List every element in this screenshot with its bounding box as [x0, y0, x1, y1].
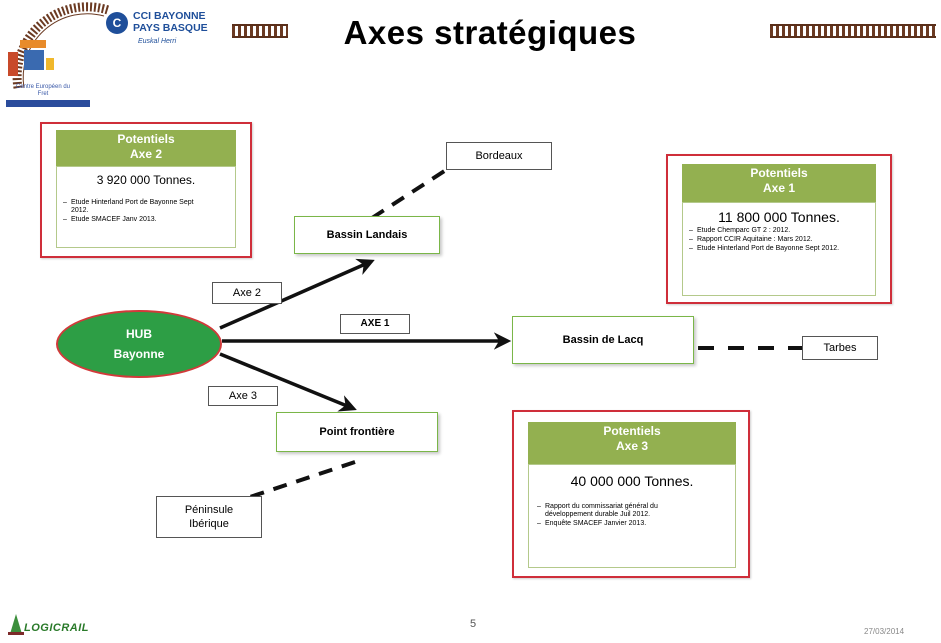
potentiels-axe3-body: 40 000 000 Tonnes. Rapport du commissari…	[528, 464, 736, 568]
potentiels-axe3-panel: Potentiels Axe 3 40 000 000 Tonnes. Rapp…	[512, 410, 750, 578]
centre-logo-text: Centre Européen du Fret	[15, 84, 71, 97]
rail-track-left	[232, 24, 288, 38]
page-title: Axes stratégiques	[343, 14, 637, 51]
potentiels-axe2-tonnage: 3 920 000 Tonnes.	[96, 173, 196, 187]
bordeaux-box: Bordeaux	[446, 142, 552, 170]
peninsule-iberique-box: Péninsule Ibérique	[156, 496, 262, 538]
axe1-label: AXE 1	[340, 314, 410, 334]
hub-bayonne-node: HUB Bayonne	[56, 310, 222, 378]
tarbes-box: Tarbes	[802, 336, 878, 360]
potentiels-axe2-body: 3 920 000 Tonnes. Etude Hinterland Port …	[56, 166, 236, 248]
list-item: Etude Hinterland Port de Bayonne Sept 20…	[687, 245, 857, 253]
potentiels-axe3-header: Potentiels Axe 3	[528, 422, 736, 464]
centre-logo-bar	[6, 100, 90, 107]
point-frontiere-node: Point frontière	[276, 412, 438, 452]
cci-logo-subtitle: Euskal Herri	[138, 38, 177, 45]
potentiels-axe3-sources: Rapport du commissariat général du dével…	[535, 503, 705, 528]
logicrail-logo-icon	[8, 614, 24, 635]
list-item: Etude SMACEF Janv 2013.	[61, 216, 211, 224]
potentiels-axe2-panel: Potentiels Axe 2 3 920 000 Tonnes. Etude…	[40, 122, 252, 258]
rail-track-right	[770, 24, 936, 38]
potentiels-axe1-sources: Etude Chemparc GT 2 : 2012. Rapport CCIR…	[687, 227, 857, 253]
potentiels-axe2-sources: Etude Hinterland Port de Bayonne Sept 20…	[61, 199, 211, 224]
page-number: 5	[470, 618, 477, 630]
list-item: Etude Chemparc GT 2 : 2012.	[687, 227, 857, 235]
potentiels-axe2-header: Potentiels Axe 2	[56, 130, 236, 166]
axe2-label: Axe 2	[212, 282, 282, 304]
cci-logo-icon: C	[106, 12, 128, 34]
centre-fret-logo	[8, 2, 110, 89]
slide-date: 27/03/2014	[864, 627, 905, 636]
bassin-landais-node: Bassin Landais	[294, 216, 440, 254]
bassin-lacq-node: Bassin de Lacq	[512, 316, 694, 364]
potentiels-axe1-header: Potentiels Axe 1	[682, 164, 876, 202]
axe3-label: Axe 3	[208, 386, 278, 406]
potentiels-axe3-tonnage: 40 000 000 Tonnes.	[570, 473, 694, 489]
potentiels-axe1-panel: Potentiels Axe 1 11 800 000 Tonnes. Etud…	[666, 154, 892, 304]
potentiels-axe1-body: 11 800 000 Tonnes. Etude Chemparc GT 2 :…	[682, 202, 876, 296]
dash-bordeaux	[370, 168, 448, 220]
logicrail-logo-text: LOGICRAIL	[24, 622, 89, 634]
list-item: Rapport du commissariat général du dével…	[535, 503, 705, 519]
arrow-axe3	[219, 352, 357, 412]
list-item: Enquête SMACEF Janvier 2013.	[535, 520, 705, 528]
cci-logo-name: CCI BAYONNE PAYS BASQUE	[133, 10, 208, 34]
list-item: Rapport CCIR Aquitaine : Mars 2012.	[687, 236, 857, 244]
list-item: Etude Hinterland Port de Bayonne Sept 20…	[61, 199, 211, 215]
arrow-axe2	[219, 258, 375, 330]
potentiels-axe1-tonnage: 11 800 000 Tonnes.	[718, 209, 840, 225]
